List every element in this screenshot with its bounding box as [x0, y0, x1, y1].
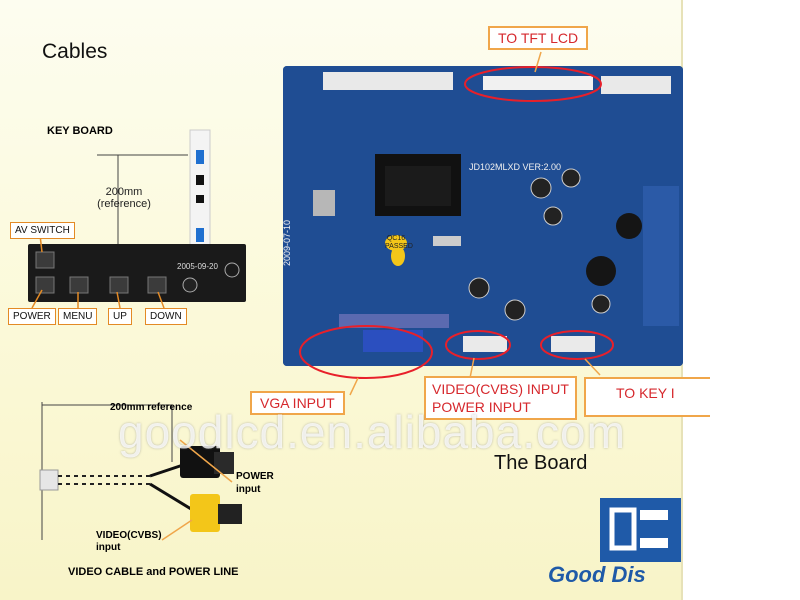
cable-length-note: 200mm reference	[110, 402, 193, 413]
keyboard-diagram	[28, 129, 246, 309]
vga-input-callout: VGA INPUT	[250, 391, 345, 415]
key-board-callout: TO KEY I	[584, 377, 710, 417]
av-switch-label: AV SWITCH	[10, 222, 75, 239]
controller-board	[283, 66, 683, 366]
video-power-callout: VIDEO(CVBS) INPUT POWER INPUT	[424, 376, 577, 420]
qc-sticker: QC16 PASSED	[385, 235, 413, 251]
menu-key-label: MENU	[58, 308, 98, 325]
keyboard-heading: KEY BOARD	[47, 125, 113, 137]
cables-title: Cables	[42, 40, 108, 63]
board-detail	[283, 66, 683, 366]
company-logo	[600, 498, 681, 562]
keyboard-pcb-marking: 2005-09-20	[177, 262, 218, 271]
watermark: goodlcd.en.alibaba.com	[118, 406, 626, 458]
video-input-label: VIDEO(CVBS) input	[96, 530, 162, 553]
up-key-label: UP	[108, 308, 132, 325]
cable-diagram	[39, 402, 242, 541]
video-input-line: VIDEO(CVBS) INPUT	[432, 381, 569, 397]
cable-caption: VIDEO CABLE and POWER LINE	[68, 566, 239, 578]
keyboard-length-note: 200mm (reference)	[97, 186, 151, 210]
board-label: The Board	[494, 452, 588, 474]
power-input-line: POWER INPUT	[432, 399, 531, 415]
board-model-marking: JD102MLXD VER:2.00	[469, 162, 562, 172]
power-key-label: POWER	[8, 308, 56, 325]
board-annotations	[299, 51, 614, 396]
tft-lcd-callout: TO TFT LCD	[488, 26, 589, 50]
down-key-label: DOWN	[145, 308, 187, 325]
power-input-label: POWER input	[236, 471, 274, 495]
brand-name: Good Dis	[548, 562, 646, 587]
